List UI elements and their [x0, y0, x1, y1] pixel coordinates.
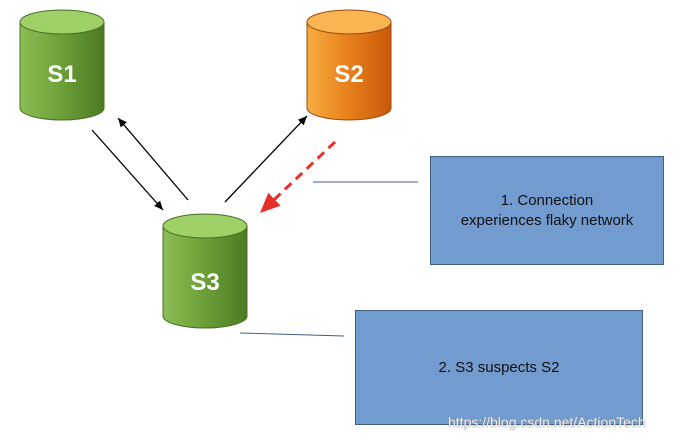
s3-database: S3: [162, 213, 248, 329]
note-1-line-1: 1. Connection: [500, 191, 594, 209]
s1-database: S1: [19, 9, 105, 121]
note-1-line-2: experiences flaky network: [460, 211, 634, 229]
s3-label: S3: [190, 269, 219, 296]
arrow-s2-to-s3-flaky: [258, 140, 337, 215]
watermark: https://blog.csdn.net/ActionTech: [448, 414, 646, 430]
arrow-s3-to-s2: [224, 115, 308, 203]
arrow-s3-to-s1: [117, 117, 189, 201]
note-2-connector: [239, 332, 345, 337]
note-flaky-network: 1. Connection experiences flaky network: [430, 156, 664, 265]
note-2-line-1: 2. S3 suspects S2: [438, 358, 560, 376]
s1-label: S1: [47, 61, 76, 88]
s2-label: S2: [334, 61, 363, 88]
arrow-s1-to-s3: [91, 129, 164, 211]
s2-database: S2: [306, 9, 392, 121]
note-s3-suspects-s2: 2. S3 suspects S2: [355, 310, 643, 425]
